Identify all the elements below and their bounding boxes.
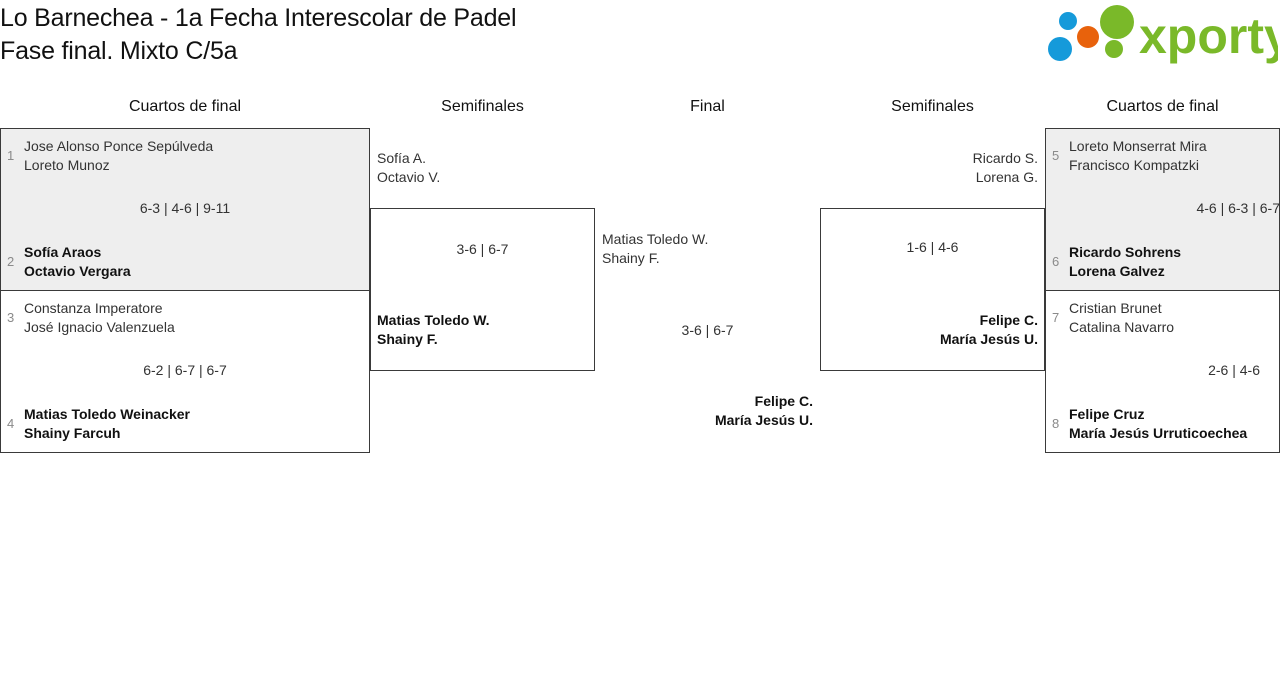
match-box-qf3[interactable]	[1045, 128, 1280, 291]
player-name: Sofía Araos	[24, 244, 102, 260]
player-name: Loreto Munoz	[24, 157, 110, 173]
player-name: José Ignacio Valenzuela	[24, 319, 175, 335]
logo-dot-green-large	[1100, 5, 1134, 39]
competitor-final-bottom: Felipe C. María Jesús U.	[495, 392, 813, 430]
player-name: Ricardo Sohrens	[1069, 244, 1182, 260]
logo-dot-orange	[1077, 26, 1099, 48]
competitor-qf3-bottom: Ricardo Sohrens Lorena Galvez	[1069, 243, 1181, 281]
score-qf4: 2-6 | 4-6	[1208, 362, 1260, 378]
player-name: Lorena G.	[975, 169, 1038, 185]
score-sf-left: 3-6 | 6-7	[456, 241, 509, 257]
player-name: Ricardo S.	[972, 150, 1038, 166]
player-name: María Jesús Urruticoechea	[1069, 425, 1248, 441]
player-name: Felipe Cruz	[1069, 406, 1145, 422]
round-header-qf-left: Cuartos de final	[128, 98, 242, 115]
player-name: Shainy F.	[602, 250, 660, 266]
score-qf2: 6-2 | 6-7 | 6-7	[143, 362, 227, 378]
score-qf3: 4-6 | 6-3 | 6-7	[1196, 200, 1280, 216]
score-qf1: 6-3 | 4-6 | 9-11	[139, 200, 231, 216]
tournament-name: Lo Barnechea - 1a Fecha Interescolar de …	[0, 4, 517, 32]
player-name: Matias Toledo W.	[377, 312, 490, 328]
competitor-qf4-bottom: Felipe Cruz María Jesús Urruticoechea	[1069, 405, 1247, 443]
competitor-qf1-top: Jose Alonso Ponce Sepúlveda Loreto Munoz	[24, 137, 213, 175]
xporty-logo[interactable]: xporty	[1046, 4, 1278, 66]
player-name: Octavio V.	[377, 169, 441, 185]
player-name: Catalina Navarro	[1069, 319, 1175, 335]
round-header-sf-right: Semifinales	[891, 98, 974, 115]
page-title: Lo Barnechea - 1a Fecha Interescolar de …	[0, 2, 700, 68]
player-name: María Jesús U.	[939, 331, 1038, 347]
round-header-sf-left: Semifinales	[441, 98, 524, 115]
tournament-phase: Fase final. Mixto C/5a	[0, 37, 238, 65]
seed-number-6: 6	[1052, 254, 1060, 269]
player-name: Lorena Galvez	[1069, 263, 1165, 279]
competitor-qf2-bottom: Matias Toledo Weinacker Shainy Farcuh	[24, 405, 190, 443]
player-name: Constanza Imperatore	[24, 300, 163, 316]
competitor-final-top: Matias Toledo W. Shainy F.	[602, 230, 708, 268]
seed-number-7: 7	[1052, 310, 1060, 325]
competitor-sf1-top: Sofía A. Octavio V.	[377, 149, 440, 187]
score-sf-right: 1-6 | 4-6	[906, 239, 959, 255]
logo-dot-blue-top	[1059, 12, 1077, 30]
competitor-sf2-bottom: Felipe C. María Jesús U.	[820, 311, 1038, 349]
seed-number-5: 5	[1052, 148, 1060, 163]
player-name: Loreto Monserrat Mira	[1069, 138, 1207, 154]
player-name: Sofía A.	[377, 150, 427, 166]
competitor-qf3-top: Loreto Monserrat Mira Francisco Kompatzk…	[1069, 137, 1207, 175]
player-name: Francisco Kompatzki	[1069, 157, 1199, 173]
player-name: Shainy Farcuh	[24, 425, 121, 441]
round-header-qf-right: Cuartos de final	[1106, 98, 1219, 115]
player-name: Octavio Vergara	[24, 263, 131, 279]
player-name: Cristian Brunet	[1069, 300, 1162, 316]
player-name: Felipe C.	[754, 393, 813, 409]
competitor-sf1-bottom: Matias Toledo W. Shainy F.	[377, 311, 490, 349]
match-box-qf4[interactable]	[1045, 290, 1280, 453]
seed-number-2: 2	[7, 254, 15, 269]
logo-dot-blue-bottom	[1048, 37, 1072, 61]
player-name: Shainy F.	[377, 331, 438, 347]
competitor-sf2-top: Ricardo S. Lorena G.	[820, 149, 1038, 187]
seed-number-1: 1	[7, 148, 15, 163]
seed-number-8: 8	[1052, 416, 1060, 431]
player-name: Matias Toledo W.	[602, 231, 709, 247]
match-box-qf1[interactable]	[0, 128, 370, 291]
player-name: Matias Toledo Weinacker	[24, 406, 190, 422]
competitor-qf2-top: Constanza Imperatore José Ignacio Valenz…	[24, 299, 175, 337]
xporty-logo-mark: xporty	[1048, 5, 1278, 64]
competitor-qf1-bottom: Sofía Araos Octavio Vergara	[24, 243, 131, 281]
round-header-final: Final	[690, 98, 725, 115]
player-name: Felipe C.	[979, 312, 1038, 328]
competitor-qf4-top: Cristian Brunet Catalina Navarro	[1069, 299, 1174, 337]
match-box-qf2[interactable]	[0, 290, 370, 453]
seed-number-3: 3	[7, 310, 15, 325]
seed-number-4: 4	[7, 416, 15, 431]
match-box-sf-left[interactable]	[370, 208, 595, 371]
score-final: 3-6 | 6-7	[681, 322, 734, 338]
match-box-sf-right[interactable]	[820, 208, 1045, 371]
logo-wordmark: xporty	[1139, 8, 1278, 64]
player-name: Jose Alonso Ponce Sepúlveda	[24, 138, 214, 154]
logo-dot-green-small	[1105, 40, 1123, 58]
player-name: María Jesús U.	[714, 412, 813, 428]
